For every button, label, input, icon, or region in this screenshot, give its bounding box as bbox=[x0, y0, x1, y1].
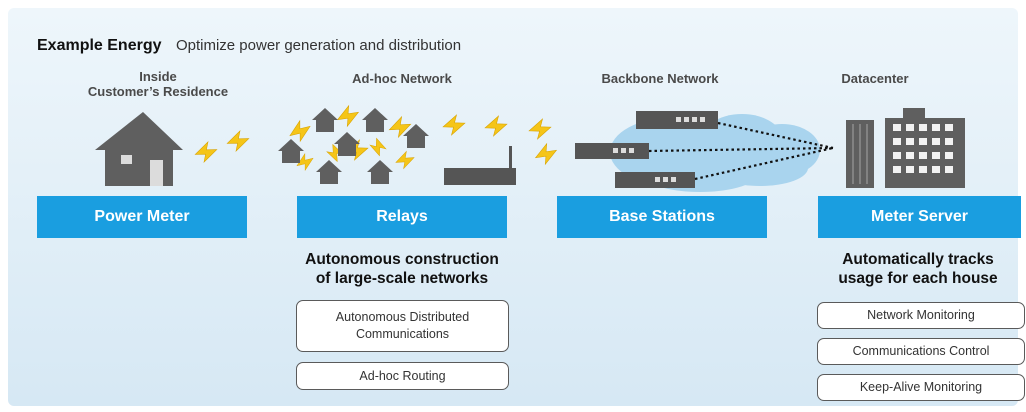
feature-pill-line2: Communications bbox=[355, 327, 450, 341]
header: Example Energy Optimize power generation… bbox=[37, 37, 461, 55]
router-icon bbox=[575, 143, 649, 159]
feature-pill-line1: Autonomous Distributed bbox=[335, 310, 470, 324]
residence-label-line2: Customer’s Residence bbox=[87, 84, 229, 99]
power-meter-box: Power Meter bbox=[37, 196, 247, 238]
server-description: Automatically tracks usage for each hous… bbox=[810, 250, 1026, 288]
server-description-line1: Automatically tracks bbox=[842, 251, 994, 268]
relays-description-line1: Autonomous construction bbox=[305, 251, 499, 268]
feature-pill-keep-alive-monitoring: Keep-Alive Monitoring bbox=[817, 374, 1025, 401]
datacenter-label: Datacenter bbox=[841, 71, 909, 86]
router-icon bbox=[615, 172, 695, 188]
feature-pill-network-monitoring: Network Monitoring bbox=[817, 302, 1025, 329]
residence-label: Inside Customer’s Residence bbox=[68, 69, 248, 99]
small-house-icon bbox=[278, 108, 429, 184]
backbone-network-label: Backbone Network bbox=[601, 71, 719, 86]
router-icon bbox=[444, 146, 516, 185]
base-stations-box: Base Stations bbox=[557, 196, 767, 238]
feature-pill-adhoc-routing: Ad-hoc Routing bbox=[296, 362, 509, 390]
page-subtitle: Optimize power generation and distributi… bbox=[175, 37, 462, 54]
network-links bbox=[648, 121, 834, 181]
page-title: Example Energy bbox=[37, 37, 162, 54]
relays-description-line2: of large-scale networks bbox=[315, 270, 489, 287]
residence-label-line1: Inside bbox=[139, 69, 177, 84]
house-icon bbox=[95, 112, 183, 186]
feature-pill-communications-control: Communications Control bbox=[817, 338, 1025, 365]
feature-pill-autonomous-distributed: Autonomous Distributed Communications bbox=[296, 300, 509, 352]
rack-server-icon bbox=[846, 120, 874, 188]
relays-box: Relays bbox=[297, 196, 507, 238]
relays-description: Autonomous construction of large-scale n… bbox=[282, 250, 522, 288]
router-icon bbox=[636, 111, 718, 129]
server-description-line2: usage for each house bbox=[838, 270, 998, 287]
building-icon bbox=[885, 108, 965, 188]
meter-server-box: Meter Server bbox=[818, 196, 1021, 238]
adhoc-network-label: Ad-hoc Network bbox=[352, 71, 452, 86]
